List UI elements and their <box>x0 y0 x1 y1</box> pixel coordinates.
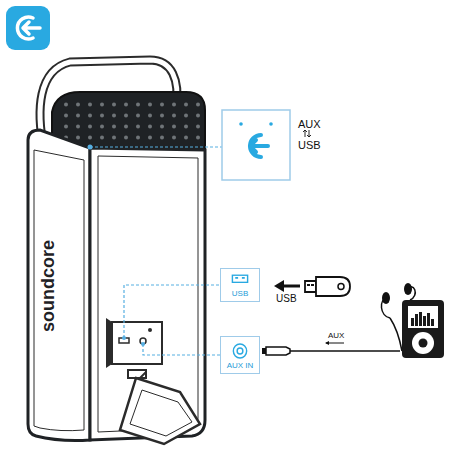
usb-label: USB <box>276 294 297 304</box>
music-player <box>381 283 444 358</box>
aux-label: AUX <box>328 332 344 340</box>
mode-label: USB <box>298 140 321 151</box>
switch-arrows <box>303 130 311 137</box>
brand-logo: soundcore <box>39 240 57 332</box>
port-name: AUX IN <box>227 362 254 370</box>
input-mode-icon <box>6 6 50 50</box>
usb-stick <box>305 277 350 296</box>
usb-port-callout: USB <box>220 268 260 302</box>
mode-label: AUX <box>298 119 321 130</box>
port-name: USB <box>232 290 248 298</box>
aux-cable <box>262 341 400 355</box>
input-callout-box <box>222 110 290 180</box>
aux-port-callout: AUX IN <box>220 336 260 374</box>
